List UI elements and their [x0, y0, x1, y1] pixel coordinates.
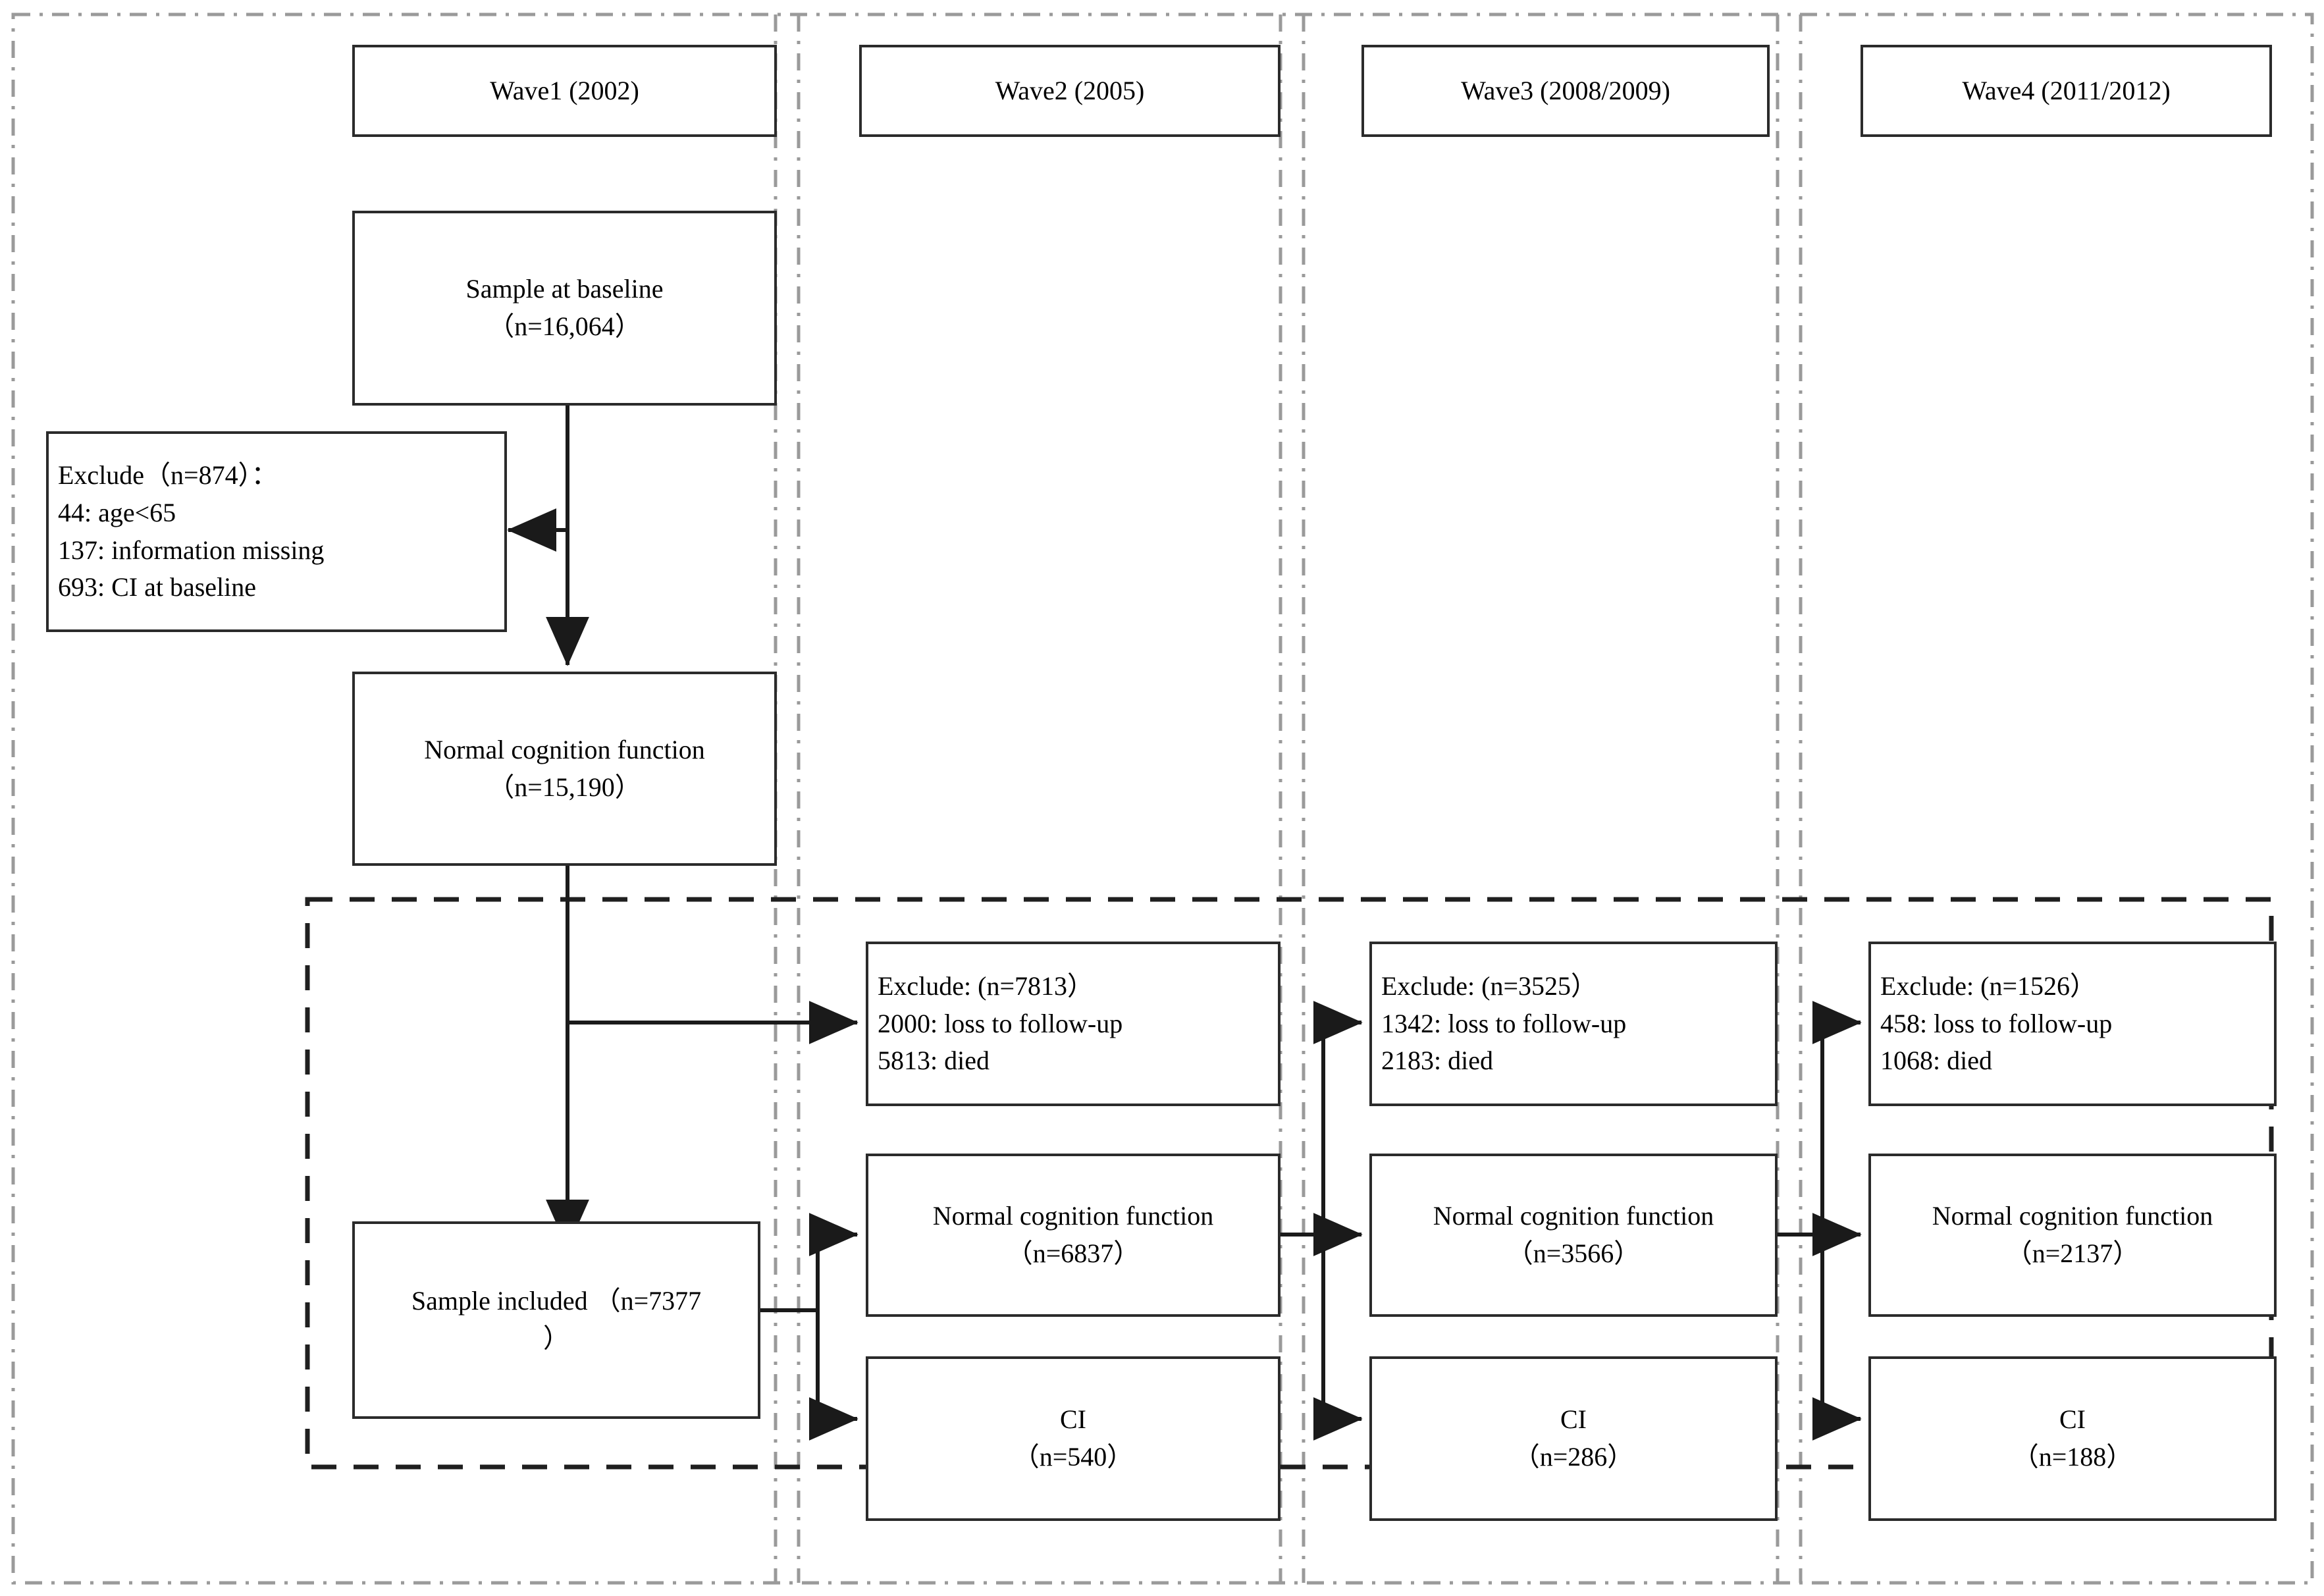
- node-wave3-normal-cognition: Normal cognition function （n=3566）: [1369, 1154, 1778, 1317]
- node-sample-included: Sample included （n=7377 ）: [352, 1221, 760, 1419]
- wave1-exclude-line2: 44: age<65: [58, 497, 176, 527]
- wave3-label: Wave3 (2008/2009): [1461, 75, 1670, 105]
- wave4-exclude-line1: Exclude: (n=1526）: [1880, 971, 2097, 1001]
- node-wave2-exclude: Exclude: (n=7813） 2000: loss to follow-u…: [866, 942, 1281, 1106]
- wave-header-wave3: Wave3 (2008/2009): [1361, 45, 1770, 137]
- wave1-exclude-line1: Exclude（n=874）：: [58, 460, 278, 490]
- wave2-exclude-line3: 5813: died: [878, 1046, 990, 1076]
- wave2-label: Wave2 (2005): [995, 75, 1145, 105]
- wave4-ci-line2: （n=188）: [2012, 1442, 2133, 1472]
- node-wave4-ci: CI （n=188）: [1868, 1356, 2277, 1521]
- wave2-normal-line2: （n=6837）: [1006, 1238, 1140, 1268]
- wave-header-wave1: Wave1 (2002): [352, 45, 777, 137]
- node-wave2-ci: CI （n=540）: [866, 1356, 1281, 1521]
- wave3-ci-line2: （n=286）: [1513, 1442, 1634, 1472]
- node-wave4-normal-cognition: Normal cognition function （n=2137）: [1868, 1154, 2277, 1317]
- node-sample-at-baseline: Sample at baseline （n=16,064）: [352, 211, 777, 406]
- node-wave3-exclude: Exclude: (n=3525） 1342: loss to follow-u…: [1369, 942, 1778, 1106]
- wave2-ci-line2: （n=540）: [1013, 1442, 1134, 1472]
- wave1-label: Wave1 (2002): [490, 75, 639, 105]
- wave1-normal-line1: Normal cognition function: [424, 734, 705, 764]
- wave-header-wave2: Wave2 (2005): [859, 45, 1281, 137]
- wave3-ci-line1: CI: [1560, 1404, 1587, 1435]
- wave4-label: Wave4 (2011/2012): [1962, 75, 2171, 105]
- wave4-normal-line2: （n=2137）: [2005, 1238, 2140, 1268]
- wave1-exclude-line3: 137: information missing: [58, 535, 325, 565]
- node-wave3-ci: CI （n=286）: [1369, 1356, 1778, 1521]
- wave3-exclude-line2: 1342: loss to follow-up: [1381, 1008, 1627, 1038]
- wave1-exclude-line4: 693: CI at baseline: [58, 572, 257, 602]
- wave2-exclude-line2: 2000: loss to follow-up: [878, 1008, 1123, 1038]
- sample-at-baseline-line2: （n=16,064）: [488, 311, 641, 341]
- wave3-normal-line1: Normal cognition function: [1433, 1201, 1714, 1231]
- node-wave1-exclude: Exclude（n=874）： 44: age<65 137: informat…: [46, 431, 507, 632]
- outer-frame: [11, 13, 2314, 1585]
- wave3-normal-line2: （n=3566）: [1506, 1238, 1641, 1268]
- wave-header-wave4: Wave4 (2011/2012): [1861, 45, 2272, 137]
- node-wave4-exclude: Exclude: (n=1526） 458: loss to follow-up…: [1868, 942, 2277, 1106]
- wave4-exclude-line2: 458: loss to follow-up: [1880, 1008, 2113, 1038]
- wave3-exclude-line1: Exclude: (n=3525）: [1381, 971, 1598, 1001]
- sample-at-baseline-line1: Sample at baseline: [465, 274, 664, 304]
- wave2-ci-line1: CI: [1060, 1404, 1086, 1435]
- wave4-ci-line1: CI: [2059, 1404, 2086, 1435]
- wave4-normal-line1: Normal cognition function: [1932, 1201, 2213, 1231]
- node-wave1-normal-cognition: Normal cognition function （n=15,190）: [352, 672, 777, 866]
- wave3-exclude-line3: 2183: died: [1381, 1046, 1493, 1076]
- wave1-normal-line2: （n=15,190）: [488, 772, 641, 802]
- node-wave2-normal-cognition: Normal cognition function （n=6837）: [866, 1154, 1281, 1317]
- sample-included-line1: Sample included （n=7377: [411, 1286, 702, 1316]
- sample-included-line2: ）: [543, 1323, 569, 1353]
- wave4-exclude-line3: 1068: died: [1880, 1046, 1992, 1076]
- wave2-exclude-line1: Exclude: (n=7813）: [878, 971, 1094, 1001]
- wave2-normal-line1: Normal cognition function: [932, 1201, 1214, 1231]
